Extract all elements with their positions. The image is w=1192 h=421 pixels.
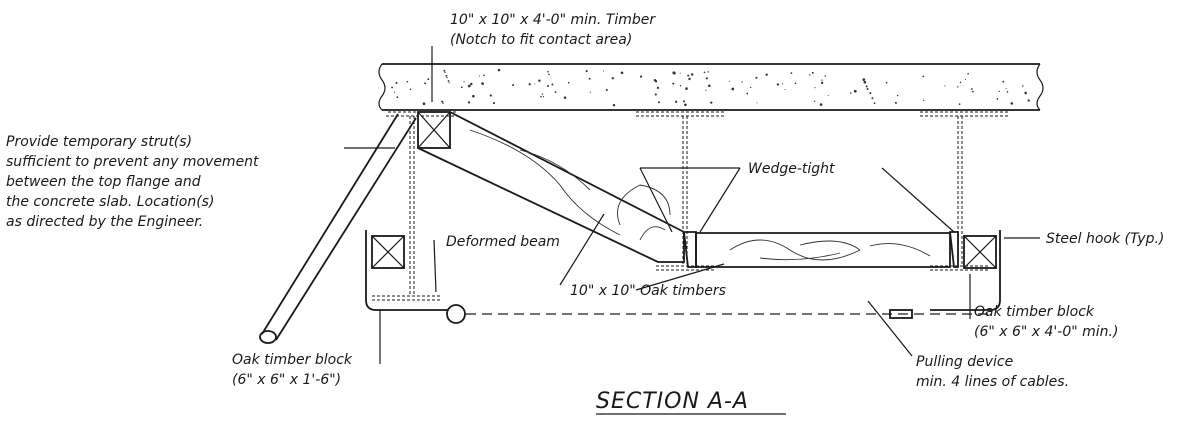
label-strut-1: Provide temporary strut(s) bbox=[6, 134, 192, 150]
label-strut-5: as directed by the Engineer. bbox=[6, 214, 203, 230]
leader-lines bbox=[344, 46, 1040, 364]
right-oak-block bbox=[930, 230, 1001, 311]
label-strut-2: sufficient to prevent any movement bbox=[6, 154, 259, 170]
pulling-cable bbox=[446, 304, 990, 324]
label-timber-top-2: (Notch to fit contact area) bbox=[450, 32, 632, 48]
label-pulling-1: Pulling device bbox=[916, 354, 1013, 370]
label-pulling-2: min. 4 lines of cables. bbox=[916, 374, 1069, 390]
concrete-slab bbox=[378, 63, 1044, 117]
label-oak-block-left-1: Oak timber block bbox=[232, 352, 353, 368]
label-strut-3: between the top flange and bbox=[6, 174, 201, 190]
top-timber-block bbox=[417, 111, 451, 149]
diagonal-timber bbox=[417, 111, 685, 263]
label-strut-4: the concrete slab. Location(s) bbox=[6, 194, 214, 210]
label-steel-hook: Steel hook (Typ.) bbox=[1046, 231, 1164, 247]
label-oak-block-left-2: (6" x 6" x 1'-6") bbox=[232, 372, 341, 388]
beam-webs bbox=[372, 116, 988, 301]
label-wedge-tight: Wedge-tight bbox=[748, 161, 835, 177]
label-oak-block-right-2: (6" x 6" x 4'-0" min.) bbox=[974, 324, 1118, 340]
section-title: SECTION A-A bbox=[596, 389, 749, 414]
label-timber-top-1: 10" x 10" x 4'-0" min. Timber bbox=[450, 12, 656, 28]
left-oak-block bbox=[365, 230, 448, 311]
label-oak-block-right-1: Oak timber block bbox=[974, 304, 1095, 320]
temporary-strut bbox=[259, 113, 417, 344]
label-oak-timbers: 10" x 10" Oak timbers bbox=[570, 283, 726, 299]
horizontal-timber bbox=[682, 231, 959, 268]
label-deformed-beam: Deformed beam bbox=[446, 234, 560, 250]
